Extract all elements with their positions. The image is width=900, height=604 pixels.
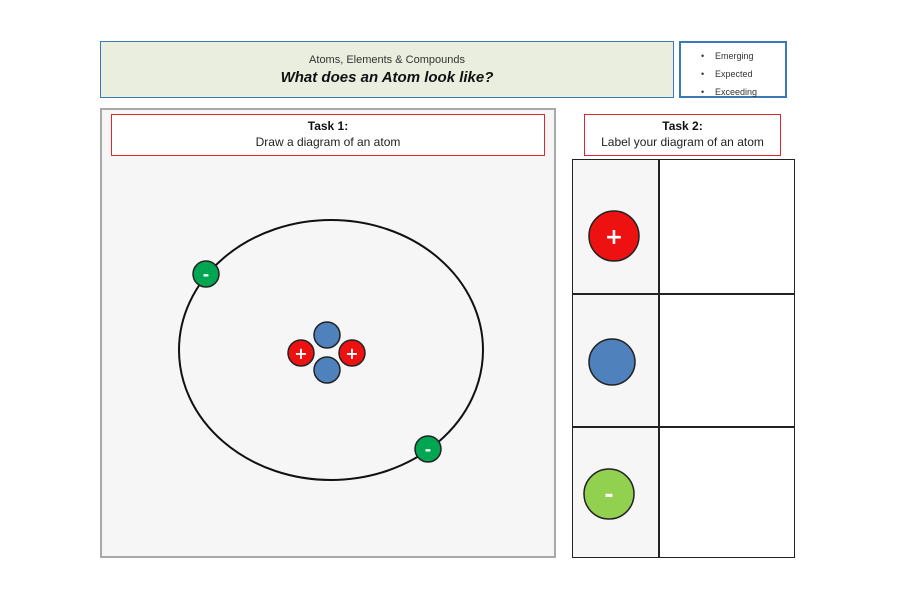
worksheet-subtitle: Atoms, Elements & Compounds (309, 54, 465, 66)
label-cell-electron[interactable] (659, 427, 794, 557)
particle-key: + - (583, 210, 640, 520)
task1-title: Task 1: (307, 119, 349, 133)
worksheet-header: Atoms, Elements & Compounds What does an… (100, 41, 674, 98)
table-row-divider (573, 426, 794, 428)
electron-top-left-sign: - (203, 265, 210, 284)
levels-box: Emerging Expected Exceeding (679, 41, 787, 101)
label-cell-proton[interactable] (659, 160, 794, 293)
task1-description: Draw a diagram of an atom (255, 135, 401, 149)
task1-box: Task 1: Draw a diagram of an atom (111, 114, 545, 156)
electron-bottom-right-sign: - (425, 440, 432, 459)
task2-description: Label your diagram of an atom (601, 135, 764, 149)
worksheet-title: What does an Atom look like? (280, 69, 494, 86)
proton-right-sign: + (345, 344, 358, 363)
key-electron-sign: - (604, 483, 613, 508)
table-column-divider (658, 160, 660, 557)
proton-left: + (287, 339, 315, 367)
neutron-top (313, 321, 341, 349)
key-proton-sign: + (605, 225, 623, 250)
proton-right: + (338, 339, 366, 367)
electron-top-left: - (192, 260, 220, 288)
key-proton: + (588, 210, 640, 262)
level-expected: Expected (701, 65, 785, 83)
key-electron: - (583, 468, 635, 520)
task2-title: Task 2: (662, 119, 703, 133)
level-exceeding: Exceeding (701, 83, 785, 101)
task2-box: Task 2: Label your diagram of an atom (584, 114, 781, 156)
electron-orbit (178, 219, 484, 481)
table-row-divider (573, 293, 794, 295)
neutron-bottom (313, 356, 341, 384)
level-emerging: Emerging (701, 47, 785, 65)
key-neutron (588, 338, 636, 386)
label-cell-neutron[interactable] (659, 294, 794, 426)
electron-bottom-right: - (414, 435, 442, 463)
proton-left-sign: + (294, 344, 307, 363)
levels-list: Emerging Expected Exceeding (701, 47, 785, 101)
